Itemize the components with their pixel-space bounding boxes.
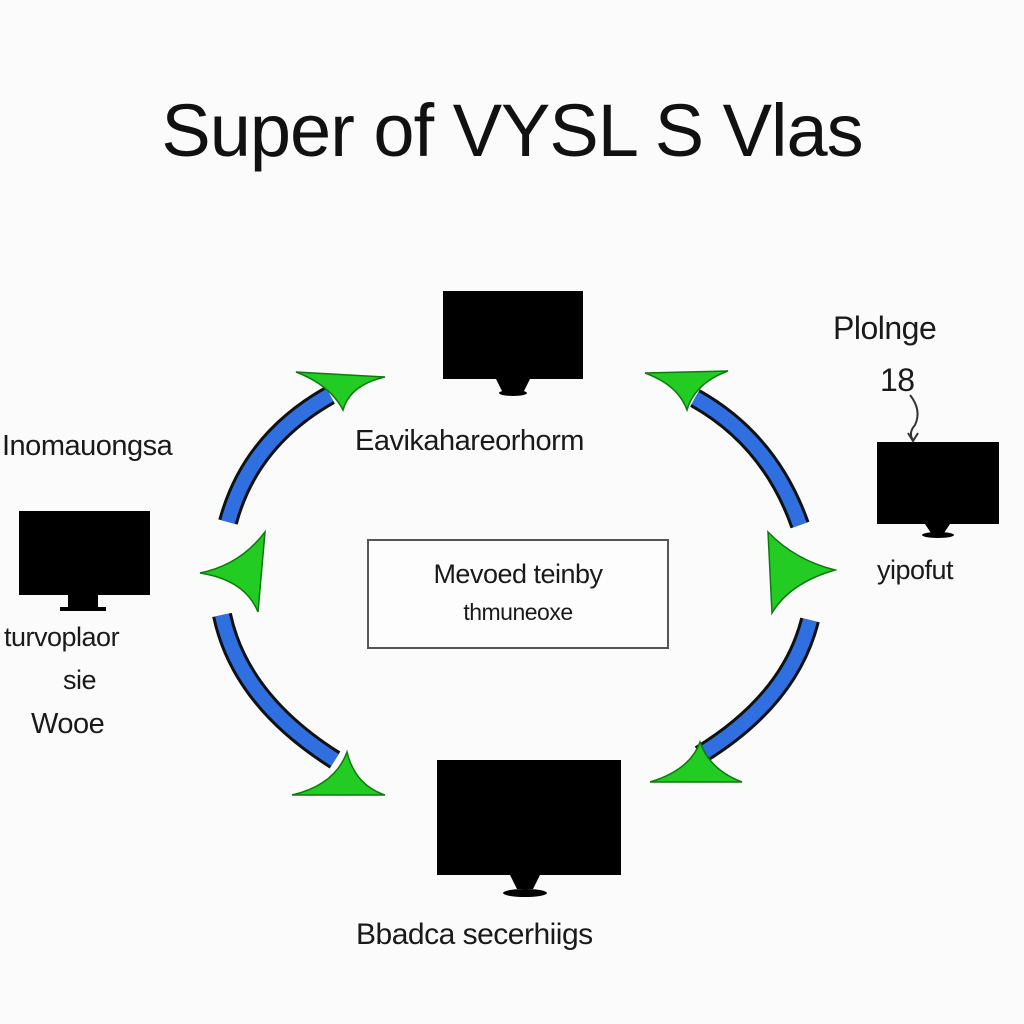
diagram-title: Super of VYSL S Vlas [161,89,863,172]
monitor-icon [437,760,621,897]
arrow-top-right-body [690,389,810,529]
right-label: Plolnge [833,310,937,346]
left-caption-line-2: sie [63,665,97,695]
center-box-line-1: Mevoed teinby [433,559,603,589]
arrow-bottom-right-body [694,617,820,764]
arrow-head-top-right [644,370,729,413]
arrow-head-left-middle [199,529,266,613]
monitor-icon [19,511,150,611]
monitor-icon [443,291,583,396]
left-caption-line-1: turvoplaor [4,622,120,652]
center-box: Mevoed teinby thmuneoxe [367,539,669,649]
monitor-icon [877,442,999,538]
left-caption-line-3: Wooe [31,708,105,740]
arrow-head-bottom-left [291,749,386,796]
arrow-head-right-middle [767,530,838,616]
arrow-head-top-left [295,371,386,413]
bottom-caption: Bbadca secerhiigs [356,918,593,951]
connector-line [909,394,919,441]
top-label: Eavikahareorhorm [355,425,584,457]
cycle-arrows [199,370,838,796]
arrow-bottom-left-body [212,612,341,769]
arrow-head-bottom-right [649,739,743,783]
center-box-line-2: thmuneoxe [463,599,573,625]
right-number: 18 [880,362,915,398]
left-label: Inomauongsa [2,430,173,462]
right-caption: yipofut [877,555,954,585]
arrow-top-left-body [218,386,335,525]
